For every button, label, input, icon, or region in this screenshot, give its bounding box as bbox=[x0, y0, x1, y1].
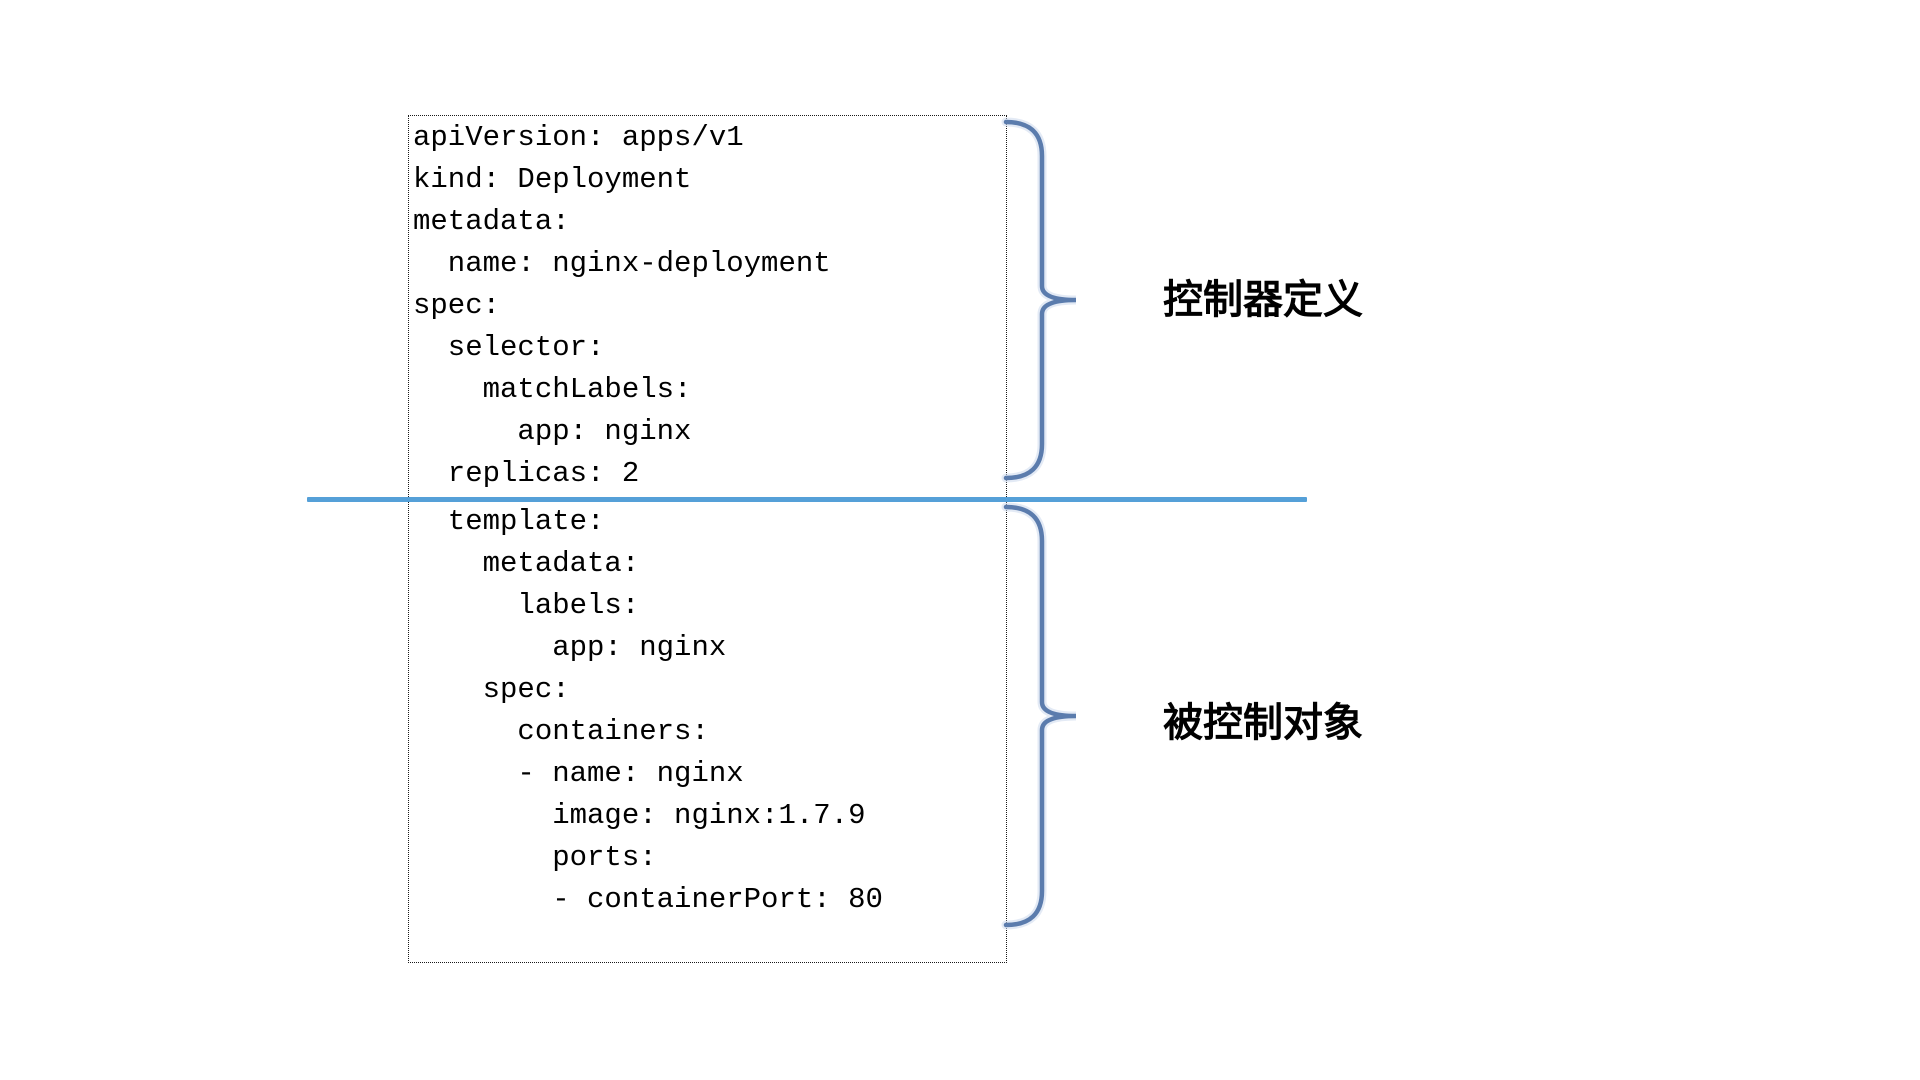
label-controlled-object: 被控制对象 bbox=[1163, 701, 1363, 745]
yaml-controller-definition-code: apiVersion: apps/v1 kind: Deployment met… bbox=[413, 121, 831, 490]
controller-brace bbox=[1003, 119, 1077, 481]
brace-graphics bbox=[1001, 117, 1077, 930]
section-divider-line bbox=[307, 497, 1307, 502]
yaml-code-box bbox=[408, 115, 1007, 963]
label-controller-definition: 控制器定义 bbox=[1163, 278, 1363, 322]
controlled-brace bbox=[1003, 504, 1077, 928]
yaml-controlled-object-code: template: metadata: labels: app: nginx s… bbox=[447, 505, 883, 916]
